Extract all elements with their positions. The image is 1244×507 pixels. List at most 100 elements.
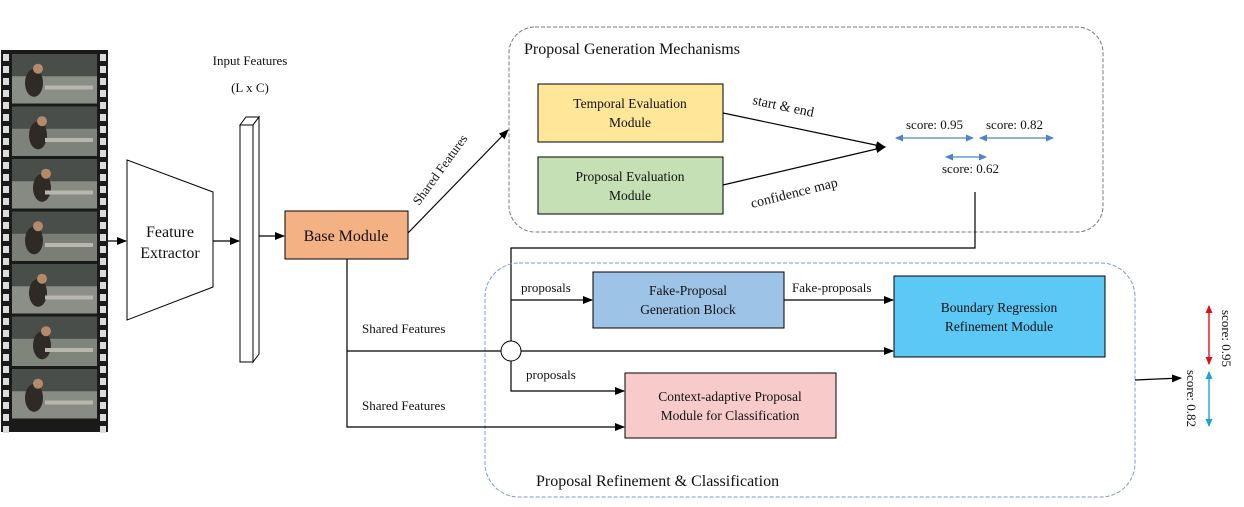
boundary-regression-refinement-module: Boundary Regression Refinement Module: [893, 275, 1106, 358]
video-frame: [12, 264, 97, 314]
proposal-refinement-title: Proposal Refinement & Classification: [536, 473, 779, 490]
proposal-generation-panel: Proposal Generation Mechanisms Temporal …: [508, 26, 1104, 233]
sprocket-hole: [100, 354, 106, 361]
arrow-to-output: [1134, 374, 1182, 383]
sprocket-hole: [3, 342, 9, 349]
feature-extractor: Feature Extractor: [126, 159, 214, 321]
sprocket-hole: [3, 258, 9, 265]
sprocket-hole: [3, 162, 9, 169]
sprocket-hole: [3, 234, 9, 241]
sprocket-hole: [100, 114, 106, 121]
sprocket-hole: [100, 162, 106, 169]
arrow-proposal-eval-to-scores: [722, 145, 886, 186]
video-frame: [12, 369, 97, 419]
sprocket-hole: [100, 186, 106, 193]
sprocket-hole: [3, 294, 9, 301]
junction-node: [500, 340, 522, 362]
output-score-blue: score: 0.82: [1184, 370, 1199, 427]
shared-features-label-top: Shared Features: [409, 131, 470, 207]
sprocket-hole: [100, 258, 106, 265]
score-label-a: score: 0.95: [906, 117, 963, 132]
sprocket-hole: [100, 138, 106, 145]
sprocket-hole: [100, 174, 106, 181]
temporal-evaluation-label-2: Module: [609, 115, 651, 130]
sprocket-hole: [3, 378, 9, 385]
shared-features-label-2: Shared Features: [362, 398, 445, 413]
proposals-label-top: proposals: [521, 280, 571, 295]
fake-proposals-label: Fake-proposals: [792, 280, 871, 295]
sprocket-hole: [100, 90, 106, 97]
output-scores: score: 0.95 score: 0.82: [1184, 305, 1234, 427]
sprocket-hole: [100, 66, 106, 73]
sprocket-hole: [100, 390, 106, 397]
sprocket-hole: [3, 306, 9, 313]
sprocket-hole: [100, 222, 106, 229]
proposals-label-bottom: proposals: [526, 367, 576, 382]
sprocket-hole: [100, 78, 106, 85]
score-label-c: score: 0.62: [942, 161, 999, 176]
sprocket-hole: [100, 150, 106, 157]
sprocket-hole: [100, 282, 106, 289]
sprocket-hole: [3, 414, 9, 421]
sprocket-hole: [3, 402, 9, 409]
feature-extractor-label-1: Feature: [146, 224, 194, 241]
context-adaptive-label-1: Context-adaptive Proposal: [658, 389, 802, 404]
temporal-evaluation-label-1: Temporal Evaluation: [573, 96, 687, 111]
sprocket-hole: [100, 198, 106, 205]
video-frame: [12, 106, 97, 156]
boundary-regression-label-2: Refinement Module: [945, 319, 1053, 334]
sprocket-hole: [3, 114, 9, 121]
arrow-base-to-generation: [407, 129, 509, 234]
shared-features-label-1: Shared Features: [362, 321, 445, 336]
fake-proposal-label-1: Fake-Proposal: [649, 283, 727, 298]
sprocket-hole: [3, 198, 9, 205]
proposal-generation-title: Proposal Generation Mechanisms: [524, 41, 740, 58]
sprocket-hole: [100, 246, 106, 253]
sprocket-hole: [3, 330, 9, 337]
sprocket-hole: [3, 102, 9, 109]
connector-scores-to-refinement: [510, 192, 976, 350]
arrow-shared-to-cap: [346, 351, 625, 431]
confidence-map-label: confidence map: [749, 176, 839, 212]
sprocket-hole: [100, 306, 106, 313]
sprocket-hole: [100, 402, 106, 409]
sprocket-hole: [3, 174, 9, 181]
sprocket-hole: [100, 234, 106, 241]
context-adaptive-label-2: Module for Classification: [661, 408, 800, 423]
proposal-refinement-panel: Proposal Refinement & Classification Fak…: [484, 262, 1136, 498]
sprocket-hole: [100, 378, 106, 385]
sprocket-hole: [100, 210, 106, 217]
film-sprocket-holes-right: [100, 54, 106, 433]
sprocket-hole: [3, 246, 9, 253]
sprocket-hole: [3, 150, 9, 157]
sprocket-hole: [100, 366, 106, 373]
sprocket-hole: [100, 270, 106, 277]
sprocket-hole: [3, 390, 9, 397]
video-frames: [12, 54, 97, 419]
sprocket-hole: [3, 78, 9, 85]
video-frame: [12, 211, 97, 261]
output-score-red: score: 0.95: [1219, 310, 1234, 367]
sprocket-hole: [3, 210, 9, 217]
sprocket-hole: [3, 270, 9, 277]
sprocket-hole: [3, 318, 9, 325]
video-filmstrip: [1, 50, 108, 433]
sprocket-hole: [3, 138, 9, 145]
fake-proposal-label-2: Generation Block: [640, 302, 736, 317]
sprocket-hole: [3, 366, 9, 373]
sprocket-hole: [3, 426, 9, 433]
video-frame: [12, 316, 97, 366]
proposal-evaluation-module: Proposal Evaluation Module: [537, 156, 724, 215]
score-label-b: score: 0.82: [986, 117, 1043, 132]
sprocket-hole: [100, 54, 106, 61]
fake-proposal-generation-block: Fake-Proposal Generation Block: [592, 271, 785, 329]
input-features-title: Input Features: [213, 53, 288, 68]
feature-extractor-label-2: Extractor: [140, 245, 200, 262]
start-end-label: start & end: [751, 93, 815, 121]
sprocket-hole: [100, 426, 106, 433]
base-module: Base Module: [284, 210, 409, 260]
film-sprocket-holes-left: [3, 54, 9, 433]
sprocket-hole: [100, 414, 106, 421]
